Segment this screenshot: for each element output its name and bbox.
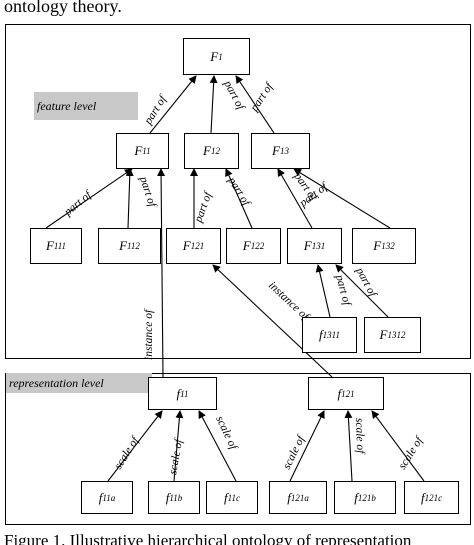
label-part-of-F12-F1: part of [221, 78, 247, 113]
edge-F12-F1 [209, 75, 218, 134]
label-part-of-F1312-F131: part of [353, 265, 379, 300]
edge-f11b-f11 [173, 410, 184, 482]
caption-top: ontology theory. [4, 0, 122, 16]
edge-F1312-F131 [335, 264, 389, 318]
label-part-of-F111-F11: part of [61, 188, 95, 219]
representation-level-panel [5, 373, 471, 525]
label-scale-of-f121c: scale of [396, 434, 426, 472]
label-part-of-F122-F12: part of [225, 174, 253, 209]
representation-level-tag: representation level [6, 373, 152, 393]
label-scale-of-f11c: scale of [213, 414, 240, 453]
label-part-of-F11-F1: part of [142, 92, 170, 127]
label-scale-of-f11b: scale of [167, 437, 185, 476]
edge-F13-F1 [235, 75, 275, 134]
edge-f121b-f121 [344, 410, 353, 482]
label-part-of-f1311-F131: part of [333, 273, 353, 309]
label-scale-of-f11a: scale of [112, 434, 142, 472]
edge-f121c-f121 [371, 410, 425, 482]
edge-f1311-F131 [315, 264, 331, 318]
edge-F131-F13 [277, 168, 313, 229]
label-part-of-F112-F11: part of [137, 174, 159, 210]
edge-F11-F1 [149, 75, 197, 134]
edge-F112-F11 [125, 168, 134, 229]
edge-f11a-f11 [107, 410, 163, 482]
edge-F132-F13 [293, 168, 391, 229]
label-part-of-F13-F1: part of [248, 80, 276, 115]
edge-F122-F12 [225, 168, 253, 229]
edge-F111-F11 [45, 168, 133, 229]
edge-f11c-f11 [198, 410, 237, 482]
label-part-of-F121-F12: part of [192, 189, 215, 225]
edge-f11-F11 [157, 168, 166, 378]
label-scale-of-f121b: scale of [353, 418, 366, 456]
caption-bottom: Figure 1. Illustrative hierarchical onto… [4, 531, 412, 545]
label-instance-of-f11: instance of [143, 308, 155, 360]
feature-level-panel [5, 24, 471, 359]
edge-f121-F121 [212, 264, 333, 378]
feature-level-tag: feature level [34, 92, 138, 120]
edge-f121a-f121 [289, 410, 325, 482]
